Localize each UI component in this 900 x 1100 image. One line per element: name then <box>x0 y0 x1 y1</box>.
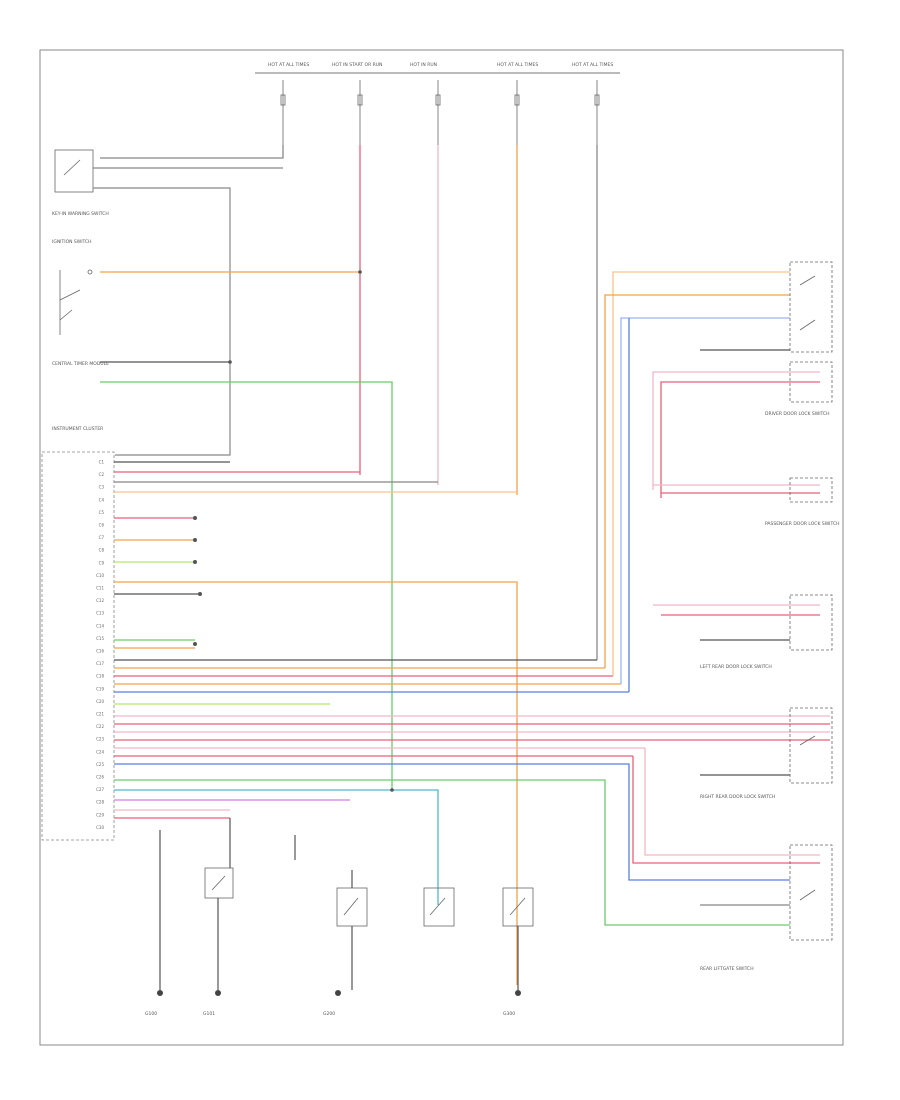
lamp-label: CENTRAL TIMER MODULE <box>52 361 109 367</box>
key-in-switch-blade <box>63 159 81 176</box>
ground-1-label: G100 <box>145 1011 157 1017</box>
right-door-2-label: PASSENGER DOOR LOCK SWITCH <box>765 521 839 527</box>
cluster-pin-c25: C25 <box>96 762 104 767</box>
ground-2-label: G101 <box>203 1011 215 1017</box>
key-in-switch-label: KEY-IN WARNING SWITCH <box>52 211 109 217</box>
cluster-pin-c21: C21 <box>96 712 104 717</box>
fuse-5-label: HOT AT ALL TIMES <box>572 62 613 68</box>
cluster-pin-c30: C30 <box>96 825 104 830</box>
right-door-4-label: RIGHT REAR DOOR LOCK SWITCH <box>700 794 775 800</box>
cluster-pin-c22: C22 <box>96 724 104 729</box>
fuse-3-label: HOT IN RUN <box>410 62 437 68</box>
ignition-switch-label: IGNITION SWITCH <box>52 239 92 245</box>
cluster-pin-c9: C9 <box>99 560 105 565</box>
cluster-pin-c7: C7 <box>99 535 105 540</box>
cluster-pin-c24: C24 <box>96 749 104 754</box>
right-door-1-label: DRIVER DOOR LOCK SWITCH <box>765 411 830 417</box>
cluster-pin-c8: C8 <box>99 548 105 553</box>
cluster-pin-c12: C12 <box>96 598 104 603</box>
cluster-pin-c1: C1 <box>99 460 105 465</box>
ground-symbols <box>157 990 521 996</box>
ground-4-label: G300 <box>503 1011 515 1017</box>
cluster-pin-c15: C15 <box>96 636 104 641</box>
cluster-pin-c19: C19 <box>96 686 104 691</box>
cluster-pin-c4: C4 <box>99 497 105 502</box>
ground-3-label: G200 <box>323 1011 335 1017</box>
cluster-pin-c23: C23 <box>96 737 104 742</box>
cluster-wire-endpoints <box>193 270 394 792</box>
fuse-feed-wires <box>100 145 598 660</box>
cluster-pin-c2: C2 <box>99 472 105 477</box>
cluster-pin-c27: C27 <box>96 787 104 792</box>
fuse-source-labels: HOT AT ALL TIMES HOT IN START OR RUN HOT… <box>268 62 613 68</box>
right-door-3-label: LEFT REAR DOOR LOCK SWITCH <box>700 664 772 670</box>
cluster-pin-c16: C16 <box>96 649 104 654</box>
fuse-group <box>280 80 600 145</box>
cluster-pin-c11: C11 <box>96 586 104 591</box>
right-upper-wires <box>604 271 820 906</box>
diagram-frame <box>39 49 844 1046</box>
cluster-pin-c13: C13 <box>96 611 104 616</box>
cluster-wires <box>114 461 830 985</box>
door-lock-switches <box>789 261 833 941</box>
cluster-pin-c29: C29 <box>96 812 104 817</box>
cluster-pin-c28: C28 <box>96 800 104 805</box>
bottom-wires <box>159 818 519 990</box>
ignition-wires <box>100 271 393 790</box>
fuse-1-label: HOT AT ALL TIMES <box>268 62 309 68</box>
cluster-pin-c5: C5 <box>99 510 105 515</box>
cluster-pin-c6: C6 <box>99 523 105 528</box>
cluster-pin-c14: C14 <box>96 623 104 628</box>
instrument-cluster-box <box>41 451 115 841</box>
cluster-pin-c26: C26 <box>96 775 104 780</box>
key-in-switch-box <box>54 149 94 193</box>
cluster-pin-c3: C3 <box>99 485 105 490</box>
instrument-cluster-label: INSTRUMENT CLUSTER <box>52 426 103 432</box>
right-door-5-label: REAR LIFTGATE SWITCH <box>700 966 754 972</box>
fuse-2-label: HOT IN START OR RUN <box>332 62 382 68</box>
cluster-pin-c18: C18 <box>96 674 104 679</box>
left-top-wires <box>93 167 283 456</box>
cluster-pin-c10: C10 <box>96 573 104 578</box>
bottom-relays <box>204 867 534 927</box>
fuse-4-label: HOT AT ALL TIMES <box>497 62 538 68</box>
ignition-switch <box>59 269 93 335</box>
cluster-pin-c17: C17 <box>96 661 104 666</box>
cluster-pin-c20: C20 <box>96 699 104 704</box>
cluster-pin-labels: C1C2C3C4C5C6C7C8C9C10C11C12C13C14C15C16C… <box>96 460 104 830</box>
